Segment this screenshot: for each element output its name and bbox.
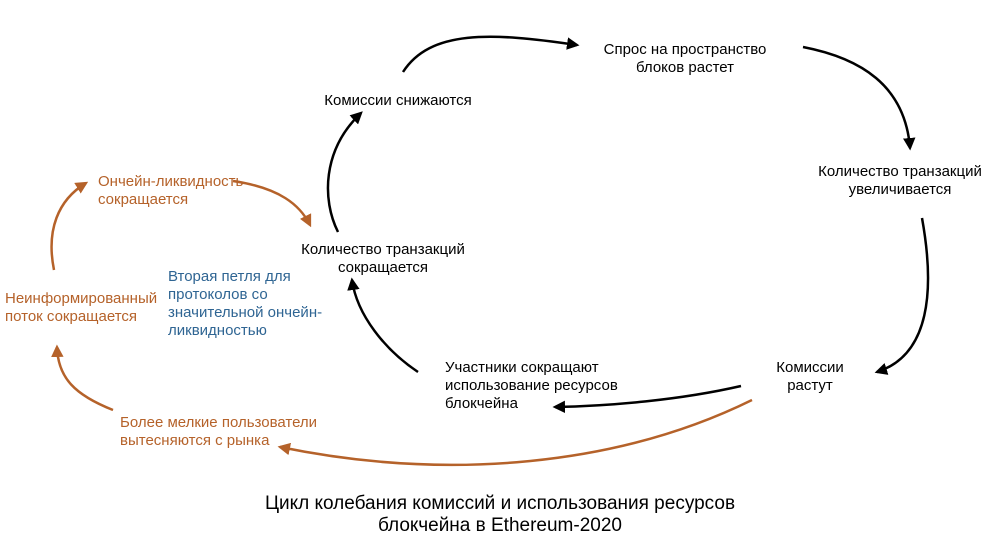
node-onchain-liquidity: Ончейн-ликвидность сокращается [98,173,244,208]
arrow-tx-decrease-to-commissions-decrease [326,111,363,233]
second-loop-note: Вторая петля для протоколов со значитель… [168,268,323,339]
node-tx-count-decreases: Количество транзакций сокращается [301,241,465,276]
node-tx-count-increases: Количество транзакций увеличивается [818,163,982,198]
arrow-uninformed-flow-to-onchain-liquidity [50,181,89,271]
diagram-caption: Цикл колебания комиссий и использования … [264,493,736,536]
arrow-participants-to-tx-decrease [347,277,419,374]
node-participants-reduce: Участники сокращают использование ресурс… [445,359,618,412]
arrow-decrease-to-demand [401,35,580,73]
arrow-commissions-rise-to-participants [552,384,742,414]
arrow-demand-to-tx-increase [802,45,916,151]
node-block-space-demand: Спрос на пространство блоков растет [603,41,767,76]
arrow-onchain-liquidity-to-tx-decrease [232,179,312,228]
node-small-users: Более мелкие пользователи вытесняются с … [120,414,318,449]
node-uninformed-flow: Неинформированный поток сокращается [5,290,158,325]
node-commissions-decrease: Комиссии снижаются [324,92,472,109]
node-commissions-rise: Комиссии растут [776,359,844,394]
arrow-commissions-rise-to-small-users [277,398,753,467]
arrow-small-users-to-uninformed-flow [51,344,114,412]
arrow-tx-increase-to-commissions-rise [874,217,930,375]
